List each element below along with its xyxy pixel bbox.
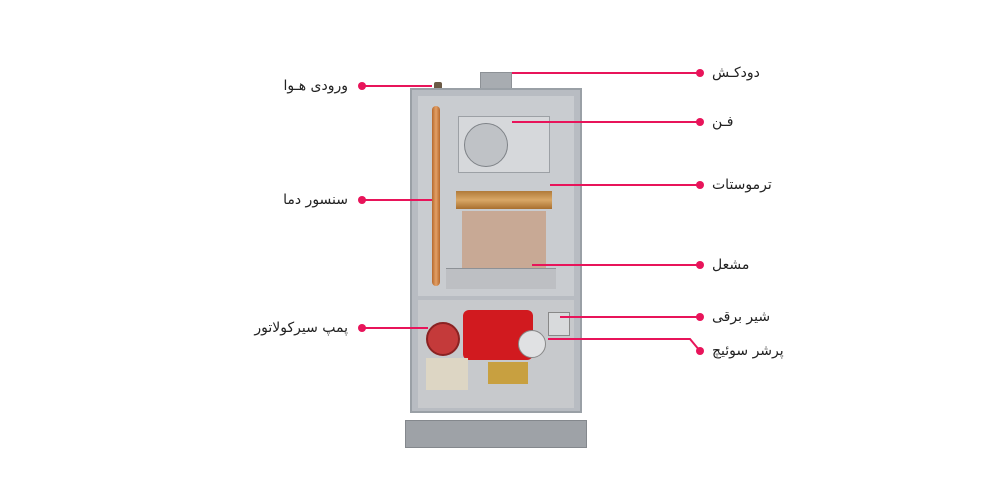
- hydraulic-section: [418, 300, 574, 408]
- bottom-tray: [405, 420, 587, 448]
- pump-body: [426, 322, 460, 356]
- pressure-switch-body: [518, 330, 546, 358]
- copper-pipe: [432, 106, 440, 286]
- combustion-chamber: [462, 211, 546, 271]
- brass-manifold: [488, 362, 528, 384]
- boiler-body: [410, 88, 582, 413]
- label-fan: فـن: [712, 114, 734, 130]
- fan-motor: [464, 123, 508, 167]
- air-inlet-fitting: [434, 82, 442, 90]
- label-burner: مشعل: [712, 257, 750, 273]
- combustion-section: [418, 96, 574, 296]
- control-box: [426, 358, 468, 390]
- label-gas-valve: شیر برقی: [712, 309, 771, 325]
- fan-housing: [458, 116, 550, 173]
- label-temp-sensor: سنسور دما: [283, 192, 348, 208]
- label-pressure-switch: پرشر سوئیچ: [712, 343, 784, 359]
- label-flue: دودکـش: [712, 65, 760, 81]
- burner-unit: [446, 268, 556, 289]
- label-thermostat: ترموستات: [712, 177, 772, 193]
- heat-exchanger: [456, 191, 552, 209]
- label-circulator-pump: پمپ سیرکولاتور: [254, 320, 348, 336]
- label-air-inlet: ورودی هـوا: [283, 78, 348, 94]
